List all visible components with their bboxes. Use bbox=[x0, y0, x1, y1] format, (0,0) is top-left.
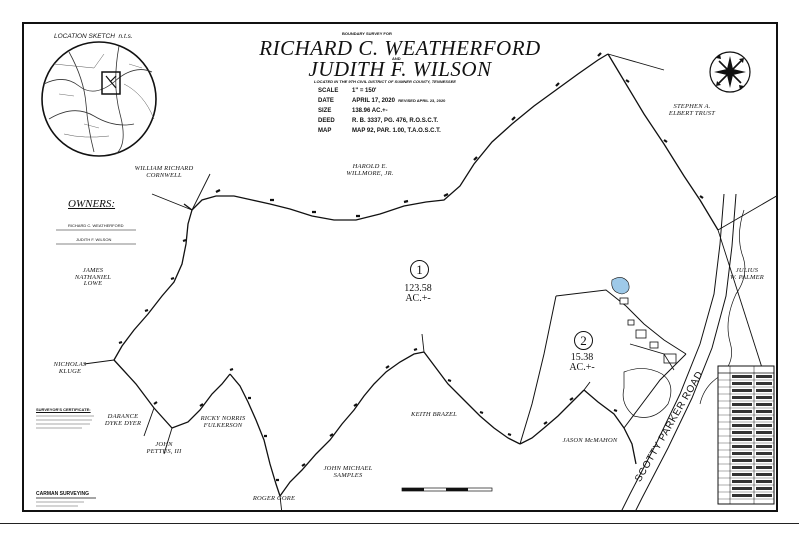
scotty-parker-road bbox=[621, 193, 737, 510]
title-kicker: BOUNDARY SURVEY FOR bbox=[342, 31, 392, 36]
adjoiner-elbert-trust: STEPHEN A.ELBERT TRUST bbox=[668, 103, 716, 117]
bearing-ticks bbox=[118, 52, 704, 482]
owner-signature-lines bbox=[56, 229, 136, 245]
adjoiner-mcmahon: JASON McMAHON bbox=[562, 437, 618, 444]
title-location: LOCATED IN THE 9TH CIVIL DISTRICT OF SUM… bbox=[314, 79, 456, 84]
graphic-scale-bar bbox=[401, 487, 493, 492]
owner-line-1: RICHARD C. WEATHERFORD bbox=[68, 223, 124, 228]
adjoiner-willmore: HAROLD E.WILLMORE, JR. bbox=[346, 163, 394, 177]
pond bbox=[611, 277, 630, 295]
surveyor-firm: CARMAN SURVEYING bbox=[36, 491, 89, 497]
location-sketch-label: LOCATION SKETCH n.t.s. bbox=[54, 33, 133, 40]
adjoining-lines bbox=[83, 53, 776, 510]
title-name-2: JUDITH F. WILSON bbox=[308, 57, 492, 81]
tract-1-number: 1 bbox=[410, 260, 429, 279]
tract-2-number: 2 bbox=[574, 331, 593, 350]
owners-heading: OWNERS: bbox=[68, 198, 116, 210]
surveyor-certificate-heading: SURVEYOR'S CERTIFICATE: bbox=[36, 407, 91, 412]
creek-line bbox=[622, 209, 746, 418]
owner-line-2: JUDITH F. WILSON bbox=[76, 237, 112, 242]
adjoiner-brazel: KEITH BRAZEL bbox=[411, 411, 457, 418]
bottom-rule bbox=[0, 523, 799, 524]
title-and: AND bbox=[392, 56, 401, 61]
north-arrow-icon bbox=[709, 51, 751, 93]
adjoiner-gore: ROGER GORE bbox=[252, 495, 296, 502]
location-sketch-map bbox=[41, 41, 157, 157]
structures bbox=[619, 297, 677, 371]
tract-2-boundary bbox=[519, 289, 687, 445]
plat-drawing bbox=[36, 41, 776, 510]
tract-boundary bbox=[113, 53, 719, 497]
line-table bbox=[717, 365, 775, 505]
certificate-block bbox=[36, 415, 96, 507]
title-name-1: RICHARD C. WEATHERFORD bbox=[259, 36, 541, 60]
survey-sheet: LOCATION SKETCH n.t.s. BOUNDARY SURVEY F… bbox=[22, 22, 778, 512]
